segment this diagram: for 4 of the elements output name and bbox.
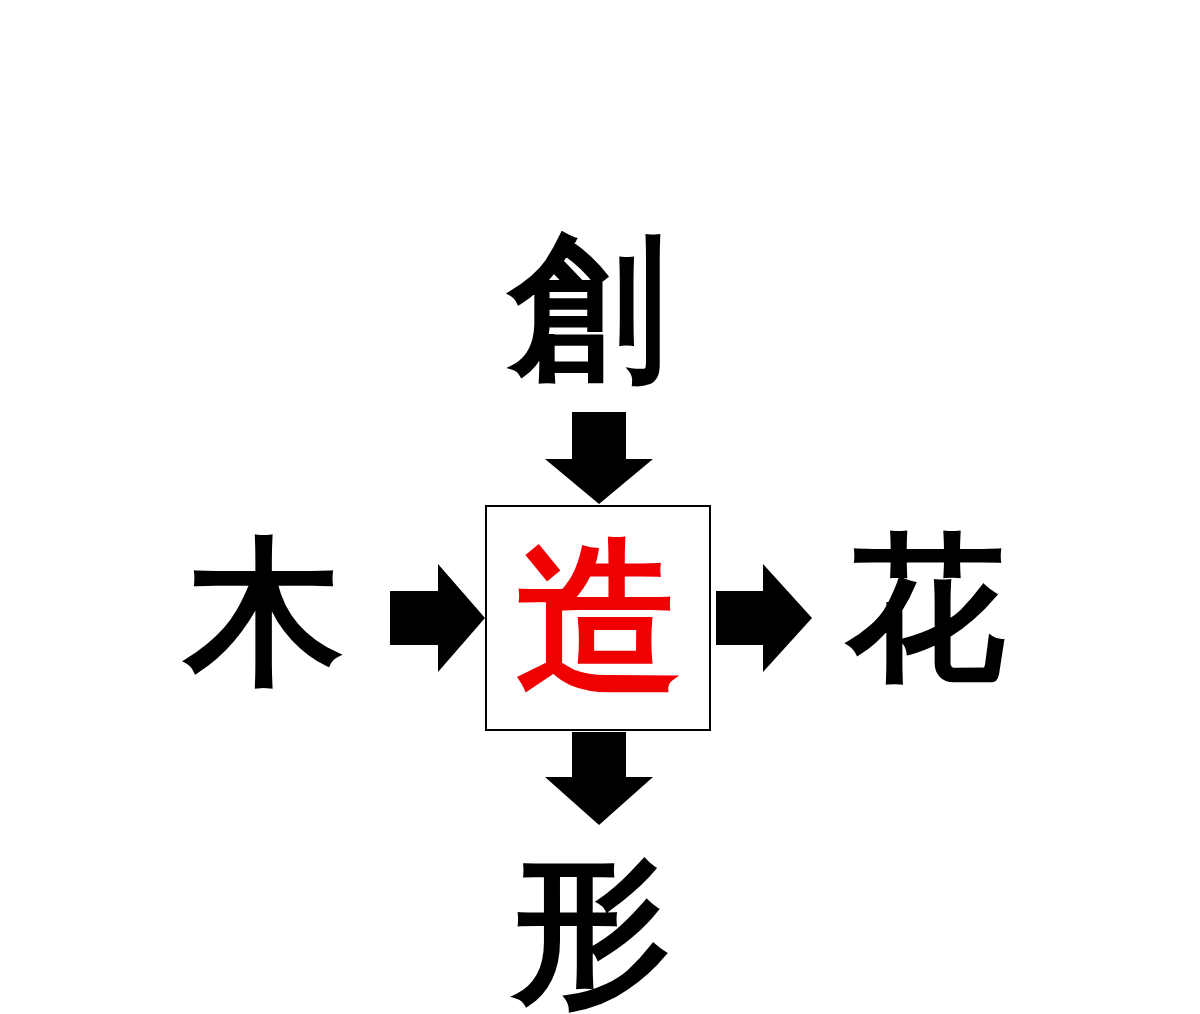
kanji-character: 花 [846, 528, 1006, 688]
kanji-character: 創 [508, 227, 668, 387]
answer-box: 造 [485, 505, 711, 731]
kanji-character: 木 [184, 532, 344, 692]
